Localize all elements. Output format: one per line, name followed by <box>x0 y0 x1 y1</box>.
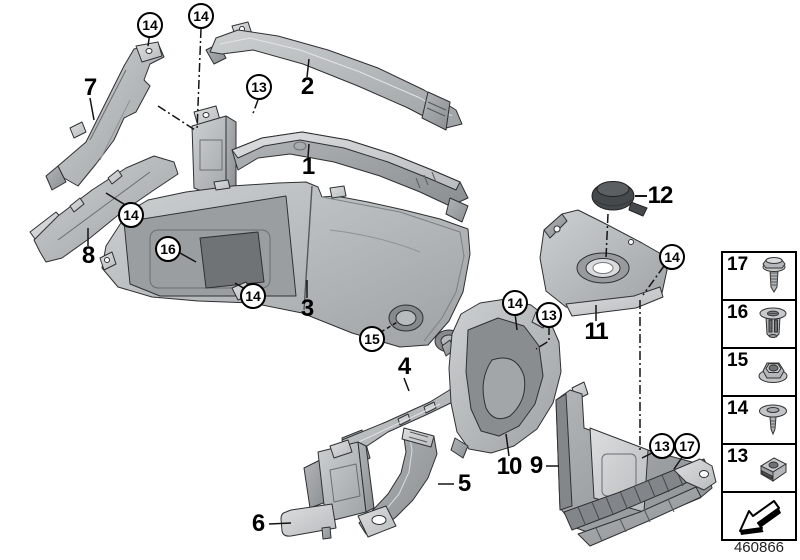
callout-15[interactable]: 15 <box>359 326 385 352</box>
part-9-drawing <box>555 381 717 547</box>
legend-item-17[interactable]: 17 <box>723 253 795 299</box>
screw-icon <box>762 257 786 293</box>
part-label-1[interactable]: 1 <box>301 153 315 180</box>
expansion-rivet-icon <box>759 307 787 338</box>
part-2-drawing <box>205 21 463 131</box>
part-11-drawing <box>539 209 668 317</box>
part-6-drawing <box>280 439 375 540</box>
legend-direction-cell <box>723 491 795 539</box>
callout-14-d[interactable]: 14 <box>240 283 266 309</box>
part-3-drawing <box>99 179 471 353</box>
part-5-drawing <box>357 427 438 538</box>
part-label-2[interactable]: 2 <box>300 73 314 100</box>
legend-item-13[interactable]: 13 <box>723 443 795 491</box>
legend-item-14[interactable]: 14 <box>723 395 795 443</box>
push-rivet-icon <box>759 404 787 436</box>
direction-arrow-icon <box>739 500 781 535</box>
callout-17[interactable]: 17 <box>674 433 700 459</box>
legend-label-14: 14 <box>727 398 749 419</box>
part-label-8[interactable]: 8 <box>81 242 95 269</box>
callout-14-f[interactable]: 14 <box>659 244 685 270</box>
callout-13-a[interactable]: 13 <box>246 74 272 100</box>
legend-item-15[interactable]: 15 <box>723 347 795 395</box>
callout-13-c[interactable]: 13 <box>649 433 675 459</box>
callout-14-c[interactable]: 14 <box>118 202 144 228</box>
doc-number: 460866 <box>733 539 785 556</box>
legend-label-15: 15 <box>727 350 749 371</box>
legend-label-16: 16 <box>727 302 749 323</box>
legend-label-17: 17 <box>727 254 749 275</box>
part-10-drawing <box>441 294 562 459</box>
part-label-3[interactable]: 3 <box>300 295 314 322</box>
flange-nut-icon <box>758 362 788 383</box>
part-label-11[interactable]: 11 <box>584 318 608 345</box>
callout-14-e[interactable]: 14 <box>502 290 528 316</box>
part-label-6[interactable]: 6 <box>251 510 265 537</box>
part-label-5[interactable]: 5 <box>457 470 471 497</box>
fastener-legend: 17 16 <box>721 251 797 541</box>
part-label-4[interactable]: 4 <box>397 353 411 380</box>
part-label-12[interactable]: 12 <box>647 182 674 209</box>
clip-nut-icon <box>759 457 788 482</box>
part-7-drawing <box>45 41 165 191</box>
part-label-7[interactable]: 7 <box>83 74 97 101</box>
part-12-drawing <box>591 181 648 217</box>
callout-16[interactable]: 16 <box>155 236 181 262</box>
part-label-9[interactable]: 9 <box>529 452 543 479</box>
callout-14-b[interactable]: 14 <box>188 3 214 29</box>
legend-item-16[interactable]: 16 <box>723 299 795 347</box>
part-label-10[interactable]: 10 <box>496 453 523 480</box>
part-8-drawing <box>29 155 179 263</box>
leader-lines <box>87 28 684 525</box>
callout-14-a[interactable]: 14 <box>137 12 163 38</box>
callout-13-b[interactable]: 13 <box>536 302 562 328</box>
legend-label-13: 13 <box>727 446 749 467</box>
